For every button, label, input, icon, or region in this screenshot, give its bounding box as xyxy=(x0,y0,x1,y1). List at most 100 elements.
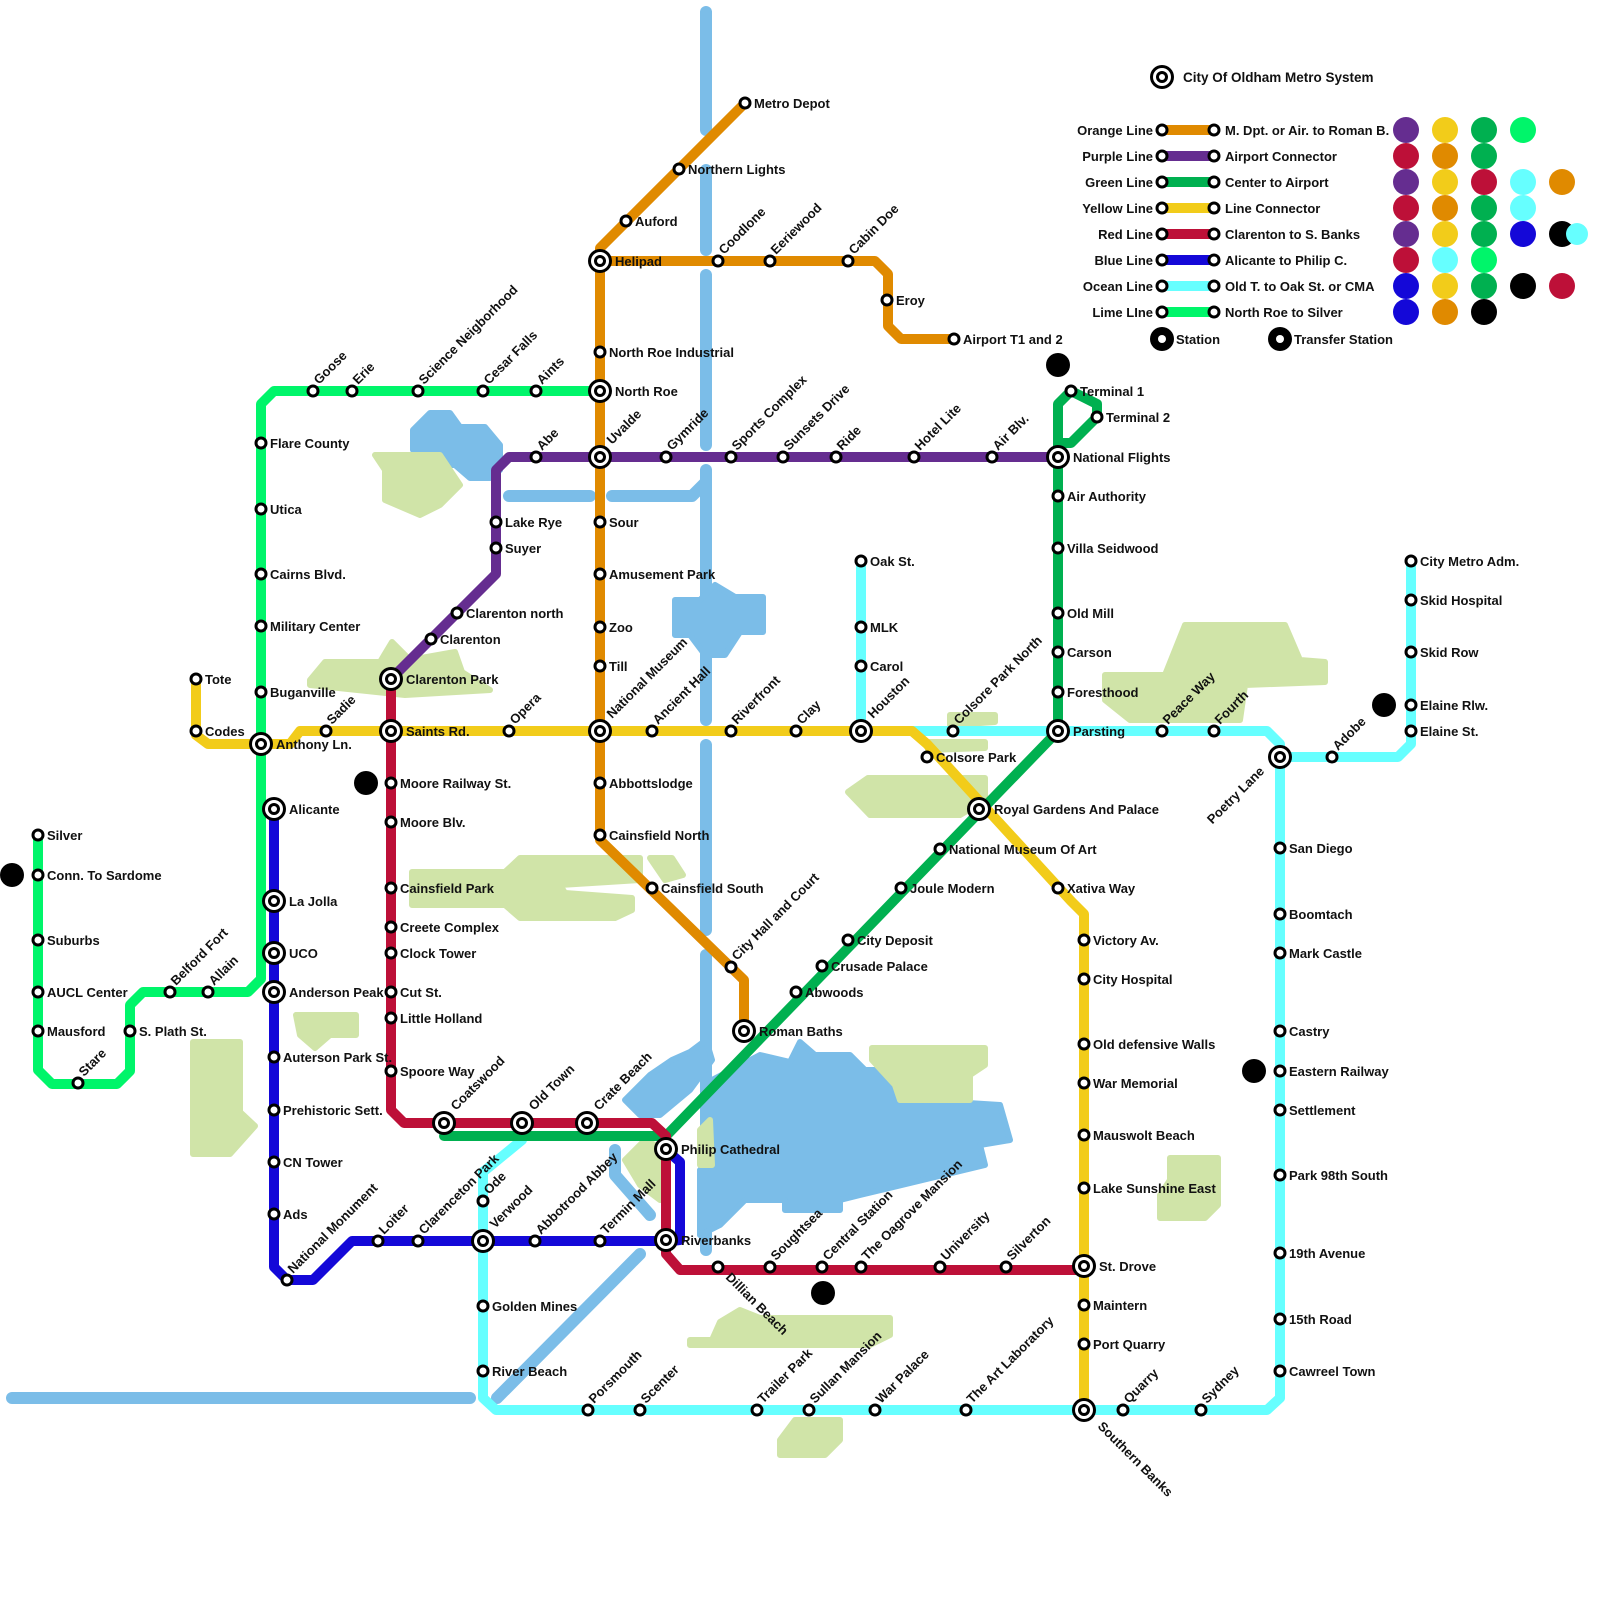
station[interactable]: Tote xyxy=(189,672,231,687)
station[interactable]: Villa Seidwood xyxy=(1051,541,1159,556)
station[interactable]: Mauswolt Beach xyxy=(1077,1128,1195,1143)
station[interactable]: Cainsfield South xyxy=(645,881,764,896)
station[interactable]: Joule Modern xyxy=(894,881,995,896)
station[interactable]: Clarenton xyxy=(424,632,501,647)
station[interactable]: Buganville xyxy=(254,685,336,700)
station[interactable]: Maintern xyxy=(1077,1298,1147,1313)
station[interactable]: Cawreel Town xyxy=(1273,1364,1376,1379)
station[interactable]: Military Center xyxy=(254,619,360,634)
station[interactable]: Clock Tower xyxy=(384,946,476,961)
station[interactable]: Porsmouth xyxy=(581,1347,645,1417)
station[interactable]: 19th Avenue xyxy=(1273,1246,1365,1261)
station[interactable]: Eroy xyxy=(880,293,926,308)
station[interactable]: City Deposit xyxy=(841,933,934,948)
station[interactable]: War Memorial xyxy=(1077,1076,1178,1091)
station[interactable]: Mark Castle xyxy=(1273,946,1362,961)
station[interactable]: Parsting xyxy=(1046,719,1125,743)
station[interactable]: Moore Blv. xyxy=(384,815,466,830)
station[interactable]: University xyxy=(933,1208,993,1274)
station[interactable]: Victory Av. xyxy=(1077,933,1159,948)
station[interactable]: City Hospital xyxy=(1077,972,1172,987)
station[interactable]: Oak St. xyxy=(854,554,915,569)
station[interactable]: River Beach xyxy=(476,1364,567,1379)
station[interactable]: Terminal 2 xyxy=(1090,410,1170,425)
station[interactable]: Clarenton north xyxy=(450,606,564,621)
station[interactable]: Auterson Park St. xyxy=(267,1050,392,1065)
station[interactable]: Lake Sunshine East xyxy=(1077,1181,1216,1196)
station[interactable]: Sports Complex xyxy=(724,371,810,464)
station[interactable]: Mausford xyxy=(31,1024,106,1039)
station[interactable]: Cairns Blvd. xyxy=(254,567,346,582)
station[interactable]: San Diego xyxy=(1273,841,1353,856)
station[interactable]: S. Plath St. xyxy=(123,1024,207,1039)
station[interactable]: St. Drove xyxy=(1072,1254,1156,1278)
station[interactable]: Settlement xyxy=(1273,1103,1356,1118)
station[interactable]: Cut St. xyxy=(384,985,442,1000)
station[interactable]: North Roe xyxy=(588,379,678,403)
station[interactable]: Air Authority xyxy=(1051,489,1147,504)
station[interactable]: Old Mill xyxy=(1051,606,1114,621)
station[interactable]: UCO xyxy=(262,941,318,965)
station[interactable]: Helipad xyxy=(588,249,662,273)
station[interactable]: Riverbanks xyxy=(654,1228,751,1252)
station[interactable]: Codes xyxy=(189,724,245,739)
station[interactable]: Golden Mines xyxy=(476,1299,577,1314)
station[interactable]: Sour xyxy=(593,515,639,530)
station[interactable]: Silver xyxy=(31,828,82,843)
station[interactable]: Suburbs xyxy=(31,933,100,948)
station[interactable]: Conn. To Sardome xyxy=(31,868,162,883)
station[interactable]: Moore Railway St. xyxy=(384,776,511,791)
station[interactable]: Saints Rd. xyxy=(379,719,470,743)
station[interactable]: Philip Cathedral xyxy=(654,1137,780,1161)
station[interactable]: Elaine St. xyxy=(1404,724,1479,739)
station[interactable]: CN Tower xyxy=(267,1155,343,1170)
station[interactable]: Old defensive Walls xyxy=(1077,1037,1215,1052)
station[interactable]: Airport T1 and 2 xyxy=(947,332,1063,347)
station[interactable]: Park 98th South xyxy=(1273,1168,1388,1183)
station[interactable]: Eastern Railway xyxy=(1273,1064,1389,1079)
station[interactable]: National Museum Of Art xyxy=(933,842,1097,857)
station[interactable]: Suyer xyxy=(489,541,541,556)
station[interactable]: Colsore Park xyxy=(920,750,1017,765)
station[interactable]: Metro Depot xyxy=(738,96,831,111)
station[interactable]: Xativa Way xyxy=(1051,881,1136,896)
station[interactable]: Crusade Palace xyxy=(815,959,928,974)
station[interactable]: Northern Lights xyxy=(672,162,786,177)
station[interactable]: La Jolla xyxy=(262,889,338,913)
station[interactable]: Till xyxy=(593,659,628,674)
station[interactable]: Clarenton Park xyxy=(379,667,499,691)
station[interactable]: Abwoods xyxy=(789,985,864,1000)
station[interactable]: Roman Baths xyxy=(732,1019,843,1043)
station[interactable]: Terminal 1 xyxy=(1064,384,1144,399)
station[interactable]: The Art Laboratory xyxy=(959,1313,1057,1417)
station[interactable]: Anthony Ln. xyxy=(249,732,352,756)
station[interactable]: Royal Gardens And Palace xyxy=(967,797,1159,821)
station[interactable]: Utica xyxy=(254,502,303,517)
station[interactable]: MLK xyxy=(854,620,899,635)
station[interactable]: Skid Row xyxy=(1404,645,1479,660)
station[interactable]: Foresthood xyxy=(1051,685,1139,700)
station[interactable]: Castry xyxy=(1273,1024,1330,1039)
station[interactable]: Silverton xyxy=(999,1213,1053,1274)
station[interactable]: Skid Hospital xyxy=(1404,593,1502,608)
station[interactable]: North Roe Industrial xyxy=(593,345,734,360)
station[interactable]: Prehistoric Sett. xyxy=(267,1103,383,1118)
station[interactable]: Science Neigborhood xyxy=(411,282,521,398)
station[interactable]: Alicante xyxy=(262,797,340,821)
station[interactable]: Ads xyxy=(267,1207,308,1222)
station[interactable]: Anderson Peak xyxy=(262,980,384,1004)
station[interactable]: Abbottslodge xyxy=(593,776,693,791)
station[interactable]: Cesar Falls xyxy=(476,327,540,398)
station[interactable]: War Palace xyxy=(868,1347,932,1417)
station[interactable]: Auford xyxy=(619,214,678,229)
station[interactable]: Little Holland xyxy=(384,1011,482,1026)
station[interactable]: Flare County xyxy=(254,436,350,451)
station[interactable]: National Monument xyxy=(280,1180,381,1287)
station[interactable]: Soughtsea xyxy=(763,1205,826,1274)
station[interactable]: Cainsfield North xyxy=(593,828,709,843)
station[interactable]: National Flights xyxy=(1046,445,1171,469)
station[interactable]: Cainsfield Park xyxy=(384,881,495,896)
station[interactable]: Spoore Way xyxy=(384,1064,475,1079)
station[interactable]: Boomtach xyxy=(1273,907,1353,922)
station[interactable]: Carson xyxy=(1051,645,1112,660)
